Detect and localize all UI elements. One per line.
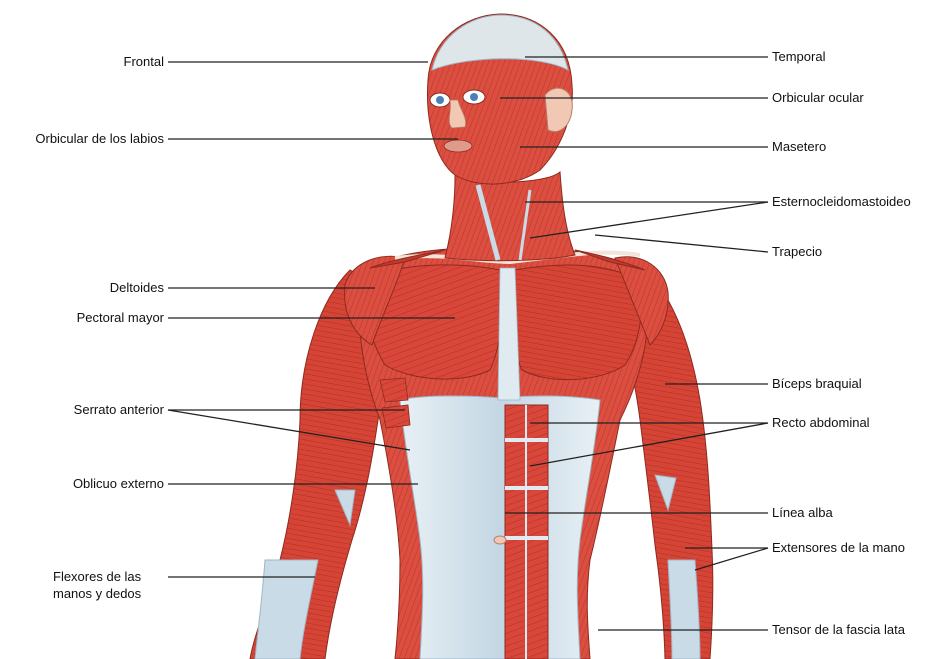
label-tensor-fascia-lata: Tensor de la fascia lata — [772, 621, 905, 638]
label-temporal: Temporal — [772, 48, 825, 65]
mouth — [444, 140, 472, 152]
label-linea-alba: Línea alba — [772, 504, 833, 521]
neck — [445, 172, 575, 261]
label-extensores-mano: Extensores de la mano — [772, 539, 905, 556]
label-esternocleidomastoideo: Esternocleidomastoideo — [772, 193, 911, 210]
label-masetero: Masetero — [772, 138, 826, 155]
label-trapecio: Trapecio — [772, 243, 822, 260]
label-recto-abdominal: Recto abdominal — [772, 414, 870, 431]
pectoral-right — [512, 265, 641, 380]
label-flexores: Flexores de las manos y dedos — [53, 568, 141, 602]
label-oblicuo-externo: Oblicuo externo — [73, 475, 164, 492]
label-orbicular-labios: Orbicular de los labios — [35, 130, 164, 147]
label-frontal: Frontal — [124, 53, 164, 70]
label-deltoides: Deltoides — [110, 279, 164, 296]
label-pectoral-mayor: Pectoral mayor — [77, 309, 164, 326]
label-orbicular-ocular: Orbicular ocular — [772, 89, 864, 106]
label-biceps-braquial: Bíceps braquial — [772, 375, 862, 392]
abdominal-fascia — [400, 396, 600, 659]
label-serrato-anterior: Serrato anterior — [74, 401, 164, 418]
ear — [545, 88, 572, 131]
